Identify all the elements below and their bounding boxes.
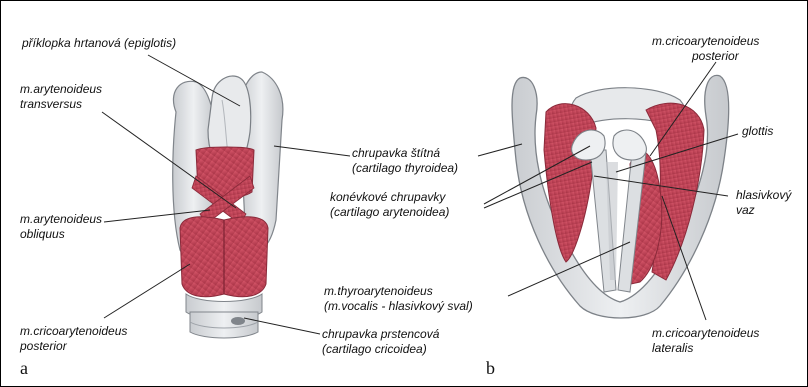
label-cricoidea-line2: (cartilago cricoidea) bbox=[322, 342, 427, 356]
leader-thyroidea bbox=[274, 146, 350, 156]
label-thyroidea-line1: chrupavka štítná bbox=[352, 146, 440, 160]
label-cricoarytenoideus-posterior-a-line2: posterior bbox=[20, 339, 67, 353]
label-arytenoideus-obliquus-line2: obliquus bbox=[20, 227, 65, 241]
label-arytenoideus-obliquus-line1: m.arytenoideus bbox=[20, 212, 102, 226]
label-glottis: glottis bbox=[742, 124, 773, 138]
arytenoid-cartilage-right-b bbox=[613, 130, 646, 160]
panel-letter-a: a bbox=[20, 358, 28, 379]
label-hlasivkovy-vaz-line1: hlasivkový bbox=[736, 188, 791, 202]
label-arytenoideus-transversus-line1: m.arytenoideus bbox=[20, 82, 102, 96]
label-thyroidea-line2: (cartilago thyroidea) bbox=[352, 161, 458, 175]
trachea-a bbox=[190, 312, 258, 338]
label-cricoarytenoideus-posterior-b-line2: posterior bbox=[692, 49, 739, 63]
label-epiglotis: příklopka hrtanová (epiglotis) bbox=[22, 36, 176, 50]
label-arytenoidea-line2: (cartilago arytenoidea) bbox=[330, 205, 449, 219]
label-cricoarytenoideus-posterior-a-line1: m.cricoarytenoideus bbox=[20, 324, 127, 338]
label-hlasivkovy-vaz-line2: vaz bbox=[736, 203, 755, 217]
label-cricoarytenoideus-lateralis-line1: m.cricoarytenoideus bbox=[652, 326, 759, 340]
label-thyroarytenoideus-line1: m.thyroarytenoideus bbox=[324, 284, 433, 298]
label-arytenoideus-transversus-line2: transversus bbox=[20, 97, 82, 111]
panel-a-larynx-posterior bbox=[173, 72, 283, 338]
label-cricoarytenoideus-lateralis-line2: lateralis bbox=[652, 341, 693, 355]
leader-cricoarytenoideus-posterior-a bbox=[104, 264, 190, 318]
label-cricoidea-line1: chrupavka prstencová bbox=[322, 327, 439, 341]
label-thyroarytenoideus-line2: (m.vocalis - hlasivkový sval) bbox=[324, 299, 473, 313]
panel-letter-b: b bbox=[486, 358, 495, 379]
label-cricoarytenoideus-posterior-b-line1: m.cricoarytenoideus bbox=[652, 34, 759, 48]
label-arytenoidea-line1: konévkové chrupavky bbox=[330, 190, 445, 204]
panel-b-larynx-superior bbox=[512, 75, 729, 318]
